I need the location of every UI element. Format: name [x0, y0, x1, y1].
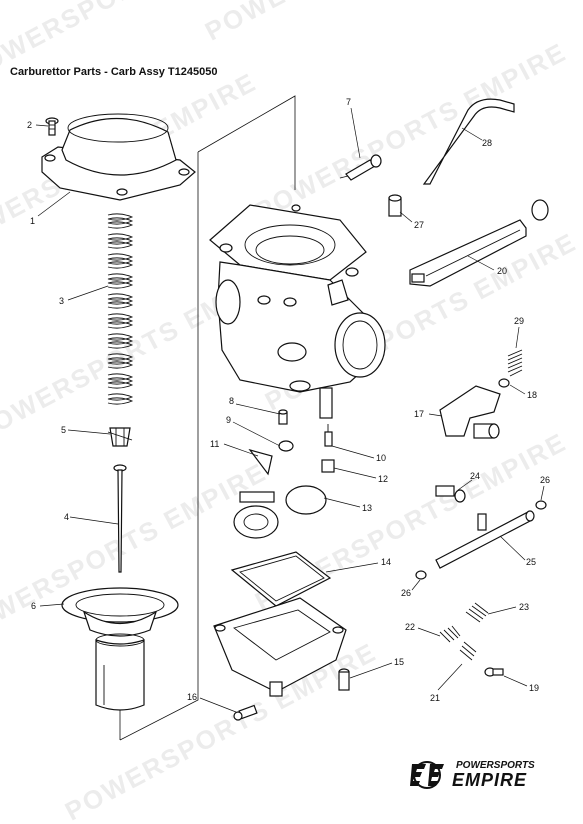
callout-11: 11	[210, 439, 219, 449]
assembly-outline	[119, 152, 199, 741]
callout-8: 8	[229, 396, 234, 406]
part-2-screw	[45, 117, 59, 136]
part-18-washer	[498, 378, 510, 388]
part-28-tube	[422, 98, 515, 185]
part-23-spring	[465, 602, 489, 623]
callout-15: 15	[394, 657, 404, 667]
part-24-fitting	[435, 485, 466, 503]
part-29-spring	[507, 349, 523, 377]
callout-21: 21	[430, 693, 440, 703]
part-7-screw	[339, 154, 382, 181]
part-22-spring	[439, 625, 461, 643]
callout-4: 4	[64, 512, 69, 522]
callout-12: 12	[378, 474, 388, 484]
callout-23: 23	[519, 602, 529, 612]
callout-10: 10	[376, 453, 386, 463]
part-16-screw	[233, 704, 258, 721]
part-3-spring	[107, 213, 134, 405]
logo-top-text: POWERSPORTS	[456, 760, 535, 771]
part-14-gasket	[230, 551, 332, 607]
callout-16: 16	[187, 692, 197, 702]
part-15-bolt	[338, 668, 350, 691]
callout-29: 29	[514, 316, 524, 326]
part-9-nut	[278, 440, 294, 452]
part-8-plug	[278, 409, 288, 425]
callout-6: 6	[31, 601, 36, 611]
part-12-jet	[321, 459, 335, 473]
callout-5: 5	[61, 425, 66, 435]
carburettor-body	[209, 204, 386, 419]
callout-22: 22	[405, 622, 415, 632]
float-bowl	[213, 597, 347, 697]
part-27-cap	[388, 194, 402, 217]
part-10-screw	[324, 424, 333, 447]
leader-lines	[35, 107, 545, 713]
part-20-lever	[409, 199, 549, 287]
callout-24: 24	[470, 471, 480, 481]
part-26-cap	[535, 500, 547, 510]
callout-18: 18	[527, 390, 537, 400]
powersports-empire-logo: POWERSPORTS EMPIRE	[408, 758, 560, 794]
part-1-top-cover	[41, 113, 196, 201]
callout-28: 28	[482, 138, 492, 148]
page-title: Carburettor Parts - Carb Assy T1245050	[10, 66, 218, 78]
part-21-spring	[459, 641, 477, 661]
callout-9: 9	[226, 415, 231, 425]
callout-26b: 26	[401, 588, 411, 598]
logo-bottom-text: EMPIRE	[452, 770, 528, 790]
part-25-pipe	[435, 510, 535, 569]
logo-mark-icon	[410, 761, 444, 789]
part-5-needle-holder	[107, 427, 133, 447]
part-19-screw	[484, 667, 504, 677]
callout-7: 7	[346, 97, 351, 107]
callout-25: 25	[526, 557, 536, 567]
callout-2: 2	[27, 120, 32, 130]
assembly-outline	[197, 95, 296, 190]
part-14-gasket-inner	[239, 555, 325, 602]
callout-26a: 26	[540, 475, 550, 485]
part-11-pilot-jet	[248, 448, 273, 476]
callout-17: 17	[414, 409, 424, 419]
callout-13: 13	[362, 503, 372, 513]
part-26-cap	[415, 570, 427, 580]
callout-20: 20	[497, 266, 507, 276]
callout-3: 3	[59, 296, 64, 306]
callout-14: 14	[381, 557, 391, 567]
callout-19: 19	[529, 683, 539, 693]
part-17-bracket	[439, 385, 501, 439]
part-13-float	[233, 485, 327, 539]
callout-1: 1	[30, 216, 35, 226]
part-6-diaphragm-piston	[61, 587, 179, 711]
callout-27: 27	[414, 220, 424, 230]
part-4-jet-needle	[113, 464, 127, 573]
